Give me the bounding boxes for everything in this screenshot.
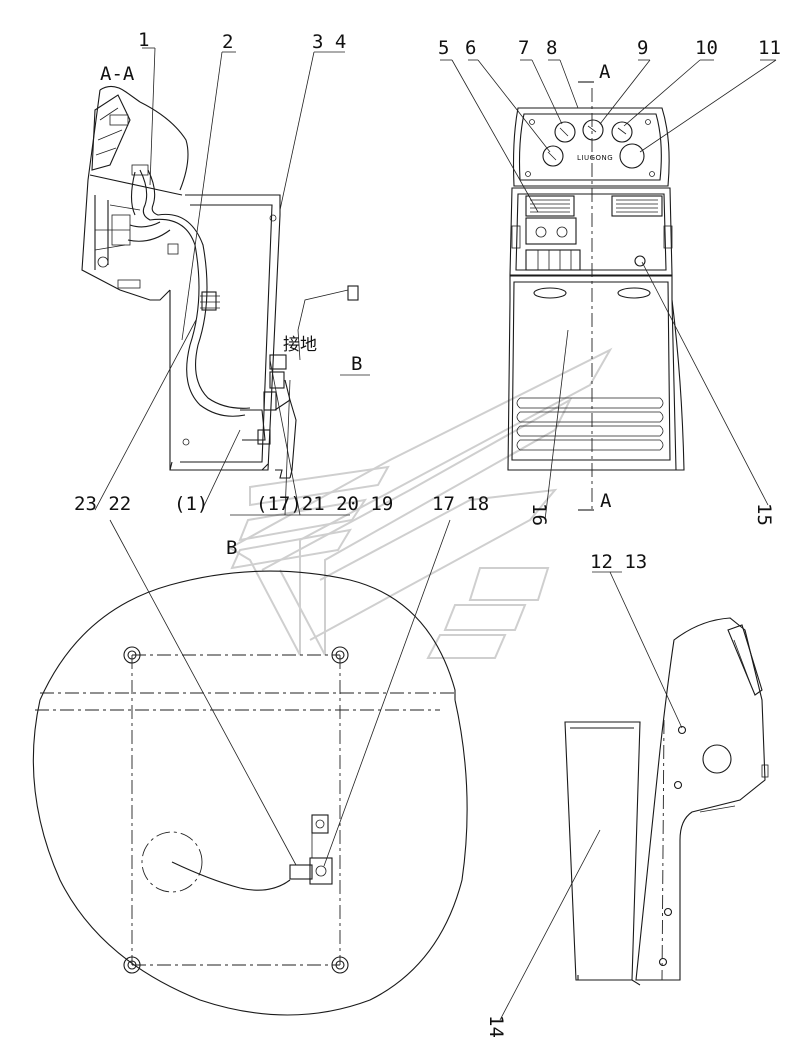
section-aa-view [81,85,297,479]
detail-b-circle [32,519,468,1016]
part-16-label: 16 [528,503,550,526]
part-8-label: 8 [546,37,557,59]
part-5-label: 5 [438,37,449,59]
side-view [499,571,769,1021]
part-17-21-20-19-label: (17)21 20 19 [256,493,393,515]
part-10-label: 10 [695,37,718,59]
leader-lines-aa [94,47,350,516]
part-1-label: 1 [138,29,149,51]
part-6-label: 6 [465,37,476,59]
part-14-label: 14 [485,1015,507,1038]
part-17-18-label: 17 18 [432,493,489,515]
ground-note: 接地 [283,335,317,355]
part-2-label: 2 [222,31,233,53]
part-23-22-label: 23 22 [74,493,131,515]
section-a-top: A [599,61,611,83]
front-view: LIUGONG [507,81,685,511]
section-aa-title: A-A [100,63,135,85]
part-1-paren-label: (1) [174,493,208,515]
view-b-pointer: 接地 B [283,285,370,376]
panel-brand: LIUGONG [577,154,613,162]
section-a-bottom: A [600,490,612,512]
leader-lines-front [440,59,777,521]
part-3-4-label: 3 4 [312,31,346,53]
part-9-label: 9 [637,37,648,59]
part-11-label: 11 [758,37,781,59]
part-12-13-label: 12 13 [590,551,647,573]
part-7-label: 7 [518,37,529,59]
view-b-circle-label: B [226,537,237,559]
part-15-label: 15 [753,503,775,526]
view-b-label: B [351,353,362,375]
